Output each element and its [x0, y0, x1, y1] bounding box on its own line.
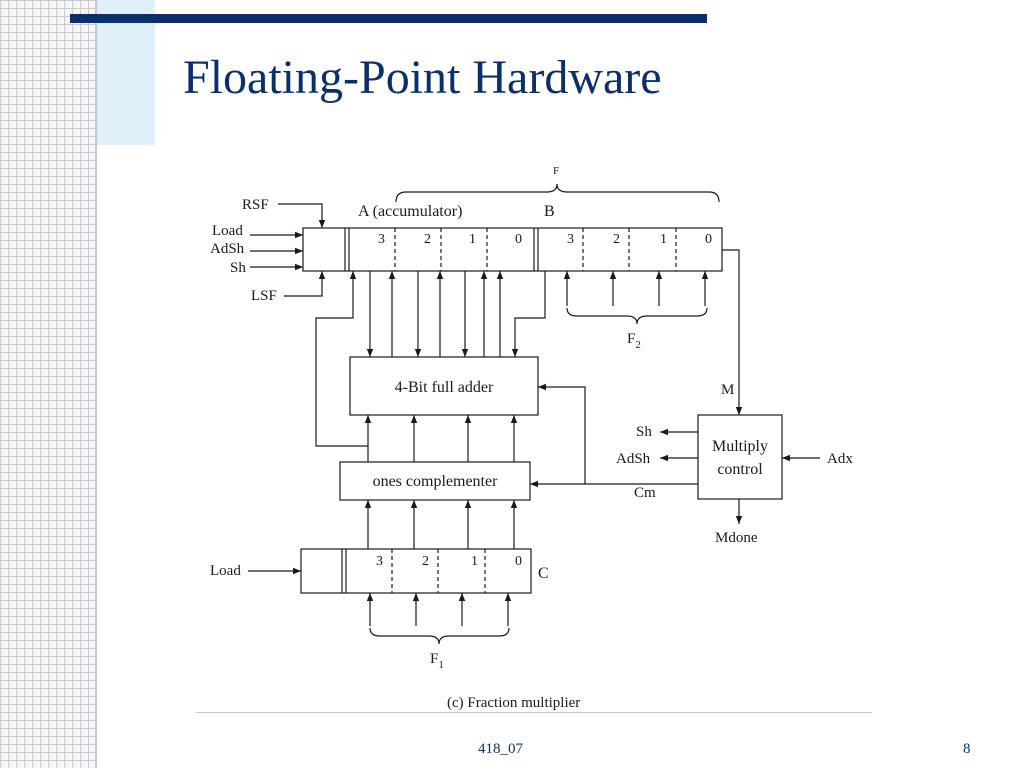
grid-strip-edge [95, 0, 97, 768]
rsf-signal [278, 203, 326, 228]
m-signal [722, 249, 743, 415]
slide-number: 8 [963, 741, 971, 757]
c-bit-2: 2 [422, 554, 429, 569]
a-bit-3: 3 [378, 232, 385, 247]
register-c-label: C [538, 565, 549, 582]
c-bit-0: 0 [515, 554, 522, 569]
b-bit-0: 0 [705, 232, 712, 247]
adsh-out-label: AdSh [616, 451, 651, 467]
b-msb-to-adder-path [511, 271, 546, 357]
cm-carry-in [538, 383, 586, 484]
register-b-label: B [544, 203, 555, 220]
f1-label: F1 [430, 651, 444, 671]
adder-label: 4-Bit full adder [395, 379, 494, 396]
load-label: Load [212, 223, 243, 239]
grid-background-strip [0, 0, 95, 768]
multiply-control-block [697, 414, 783, 500]
register-a-label: A (accumulator) [358, 203, 462, 220]
a-bit-1: 1 [469, 232, 476, 247]
sh-label: Sh [230, 260, 246, 276]
f2-bus-brace [566, 307, 708, 325]
complementer-label: ones complementer [373, 473, 499, 490]
cm-label: Cm [634, 485, 656, 501]
sh-out-label: Sh [636, 424, 652, 440]
b-bit-1: 1 [660, 232, 667, 247]
carry-feedback-path [315, 271, 368, 447]
f2-label: F2 [627, 331, 641, 351]
load-c-label: Load [210, 563, 241, 579]
control-label-line2: control [717, 461, 763, 478]
title-accent-bar [70, 14, 707, 23]
f-bus-brace [395, 183, 720, 203]
adsh-label: AdSh [210, 241, 245, 257]
a-bit-0: 0 [515, 232, 522, 247]
c-bit-1: 1 [471, 554, 478, 569]
f1-bus-brace [369, 627, 510, 645]
m-label: M [721, 382, 734, 398]
footer-course-code: 418_07 [478, 741, 523, 757]
footer-divider [196, 712, 872, 713]
accent-block [97, 0, 155, 145]
lsf-label: LSF [251, 288, 277, 304]
diagram-caption: (c) Fraction multiplier [447, 695, 580, 711]
c-bit-3: 3 [376, 554, 383, 569]
b-bit-2: 2 [613, 232, 620, 247]
mdone-label: Mdone [715, 530, 758, 546]
rsf-label: RSF [242, 197, 269, 213]
a-bit-2: 2 [424, 232, 431, 247]
register-c [300, 548, 532, 594]
slide-title: Floating-Point Hardware [183, 51, 662, 104]
b-bit-3: 3 [567, 232, 574, 247]
lsf-signal [284, 271, 326, 297]
adx-label: Adx [827, 451, 853, 467]
control-label-line1: Multiply [712, 438, 768, 455]
f-bus-label: F [553, 165, 559, 177]
